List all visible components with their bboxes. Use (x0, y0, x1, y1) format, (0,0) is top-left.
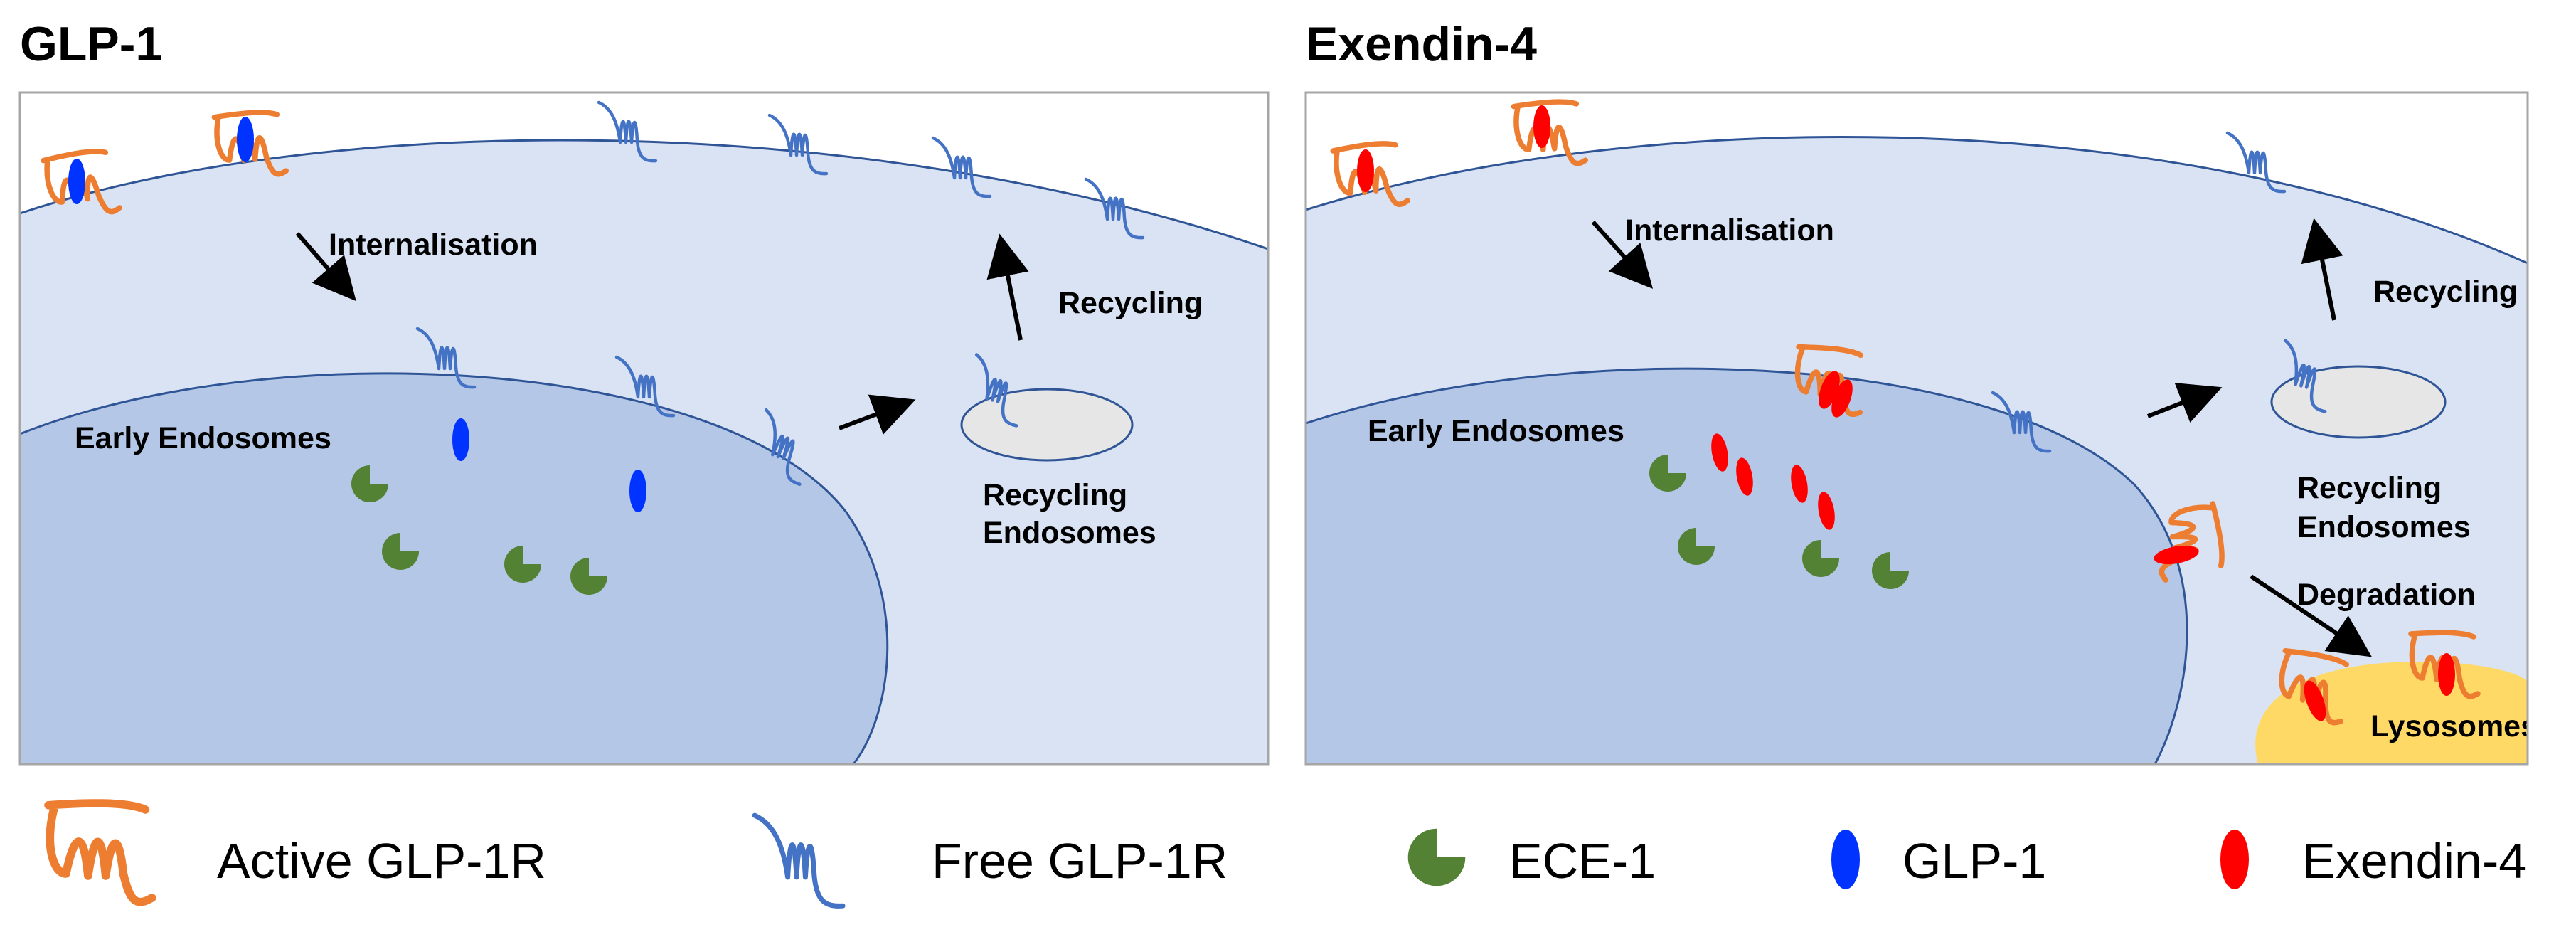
exendin4-peptide (1533, 105, 1550, 148)
exendin4-peptide (1791, 465, 1808, 503)
glp1-icon (1831, 830, 1860, 889)
recycling-label: Recycling (1058, 286, 1203, 320)
exendin4-peptide (2438, 653, 2455, 696)
cell-scene: Internalisation Recycling Early Endosome… (1306, 92, 2538, 764)
legend-label: Active GLP-1R (217, 833, 546, 889)
cell-scene: Internalisation Recycling Early Endosome… (20, 92, 1268, 764)
internalisation-label: Internalisation (329, 228, 538, 262)
recycling-endosomes-label-line1: Recycling (2297, 471, 2442, 505)
internalisation-arrow (295, 232, 356, 302)
ece1-icon (1407, 828, 1466, 886)
legend-item-free-receptor: Free GLP-1R (755, 815, 1228, 906)
legend-item-exendin4: Exendin-4 (2220, 830, 2526, 889)
glp1-peptide (629, 470, 646, 512)
recycling-endosomes-label-line2: Endosomes (2297, 510, 2471, 544)
panel-title: Exendin-4 (1306, 17, 1537, 71)
early-endosomes-label: Early Endosomes (75, 421, 331, 455)
early-endosomes-label: Early Endosomes (1368, 414, 1624, 448)
early-endosome (20, 372, 889, 764)
legend-label: GLP-1 (1902, 833, 2046, 889)
legend-label: Free GLP-1R (932, 833, 1228, 889)
exendin4-peptide (1818, 492, 1835, 530)
panel-frame (18, 91, 1270, 766)
exendin4-peptide (1357, 149, 1374, 192)
internalisation-label: Internalisation (1625, 213, 1834, 248)
glp1-peptide (237, 117, 254, 162)
recycling-label: Recycling (2373, 275, 2518, 309)
internalisation-arrow (1591, 220, 1654, 289)
legend-label: Exendin-4 (2302, 833, 2526, 889)
recycling-arrow (2301, 218, 2343, 321)
recycling-endosomes-label-line2: Endosomes (983, 516, 1156, 550)
exendin4-icon (2220, 830, 2249, 889)
recycling-endosome (2270, 365, 2447, 439)
recycling-arrow (986, 233, 1029, 341)
to-recycling-arrow (838, 394, 916, 435)
lysosomes-label: Lysosomes (2370, 709, 2538, 743)
exendin4-peptide (1831, 379, 1853, 418)
legend-label: ECE-1 (1509, 833, 1656, 889)
early-endosome (1306, 367, 2188, 764)
to-recycling-arrow (2146, 383, 2223, 423)
active-receptor-icon (48, 803, 152, 902)
glp1-peptide (68, 159, 85, 204)
recycling-endosomes-label-line1: Recycling (983, 478, 1127, 512)
exendin4-peptide (1819, 371, 1840, 409)
panel-title: GLP-1 (20, 17, 162, 71)
glp1-peptide (452, 418, 469, 461)
degradation-label: Degradation (2297, 578, 2476, 612)
exendin4-peptide (1711, 433, 1728, 472)
legend: Active GLP-1R Free GLP-1R ECE-1 GLP-1 Ex… (48, 803, 2526, 906)
exendin4-peptide (1736, 457, 1753, 496)
panel-glp1: GLP-1 (18, 17, 1270, 766)
legend-item-active-receptor: Active GLP-1R (48, 803, 546, 902)
free-receptor-icon (755, 815, 843, 906)
exendin4-peptide (2304, 680, 2326, 721)
panel-frame (1304, 91, 2529, 766)
legend-item-ece1: ECE-1 (1407, 828, 1656, 889)
degradation-arrow (2250, 574, 2372, 657)
legend-item-glp1: GLP-1 (1831, 830, 2046, 889)
panel-exendin4: Exendin-4 (1304, 17, 2538, 766)
exendin4-peptide (2154, 545, 2199, 565)
